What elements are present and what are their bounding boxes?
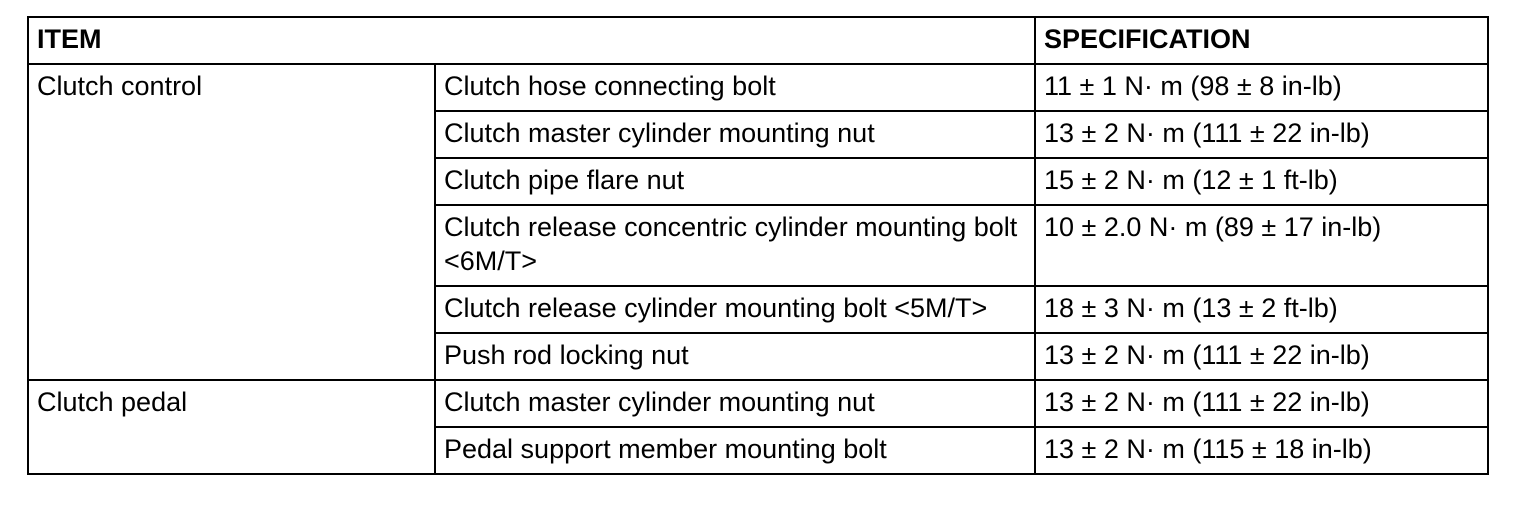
table-header-row: ITEM SPECIFICATION <box>27 16 1489 65</box>
spec-cell: 13 ± 2 N· m (111 ± 22 in-lb) <box>1034 110 1489 159</box>
table-row: Clutch pipe flare nut 15 ± 2 N· m (12 ± … <box>28 157 1489 206</box>
spec-cell: 15 ± 2 N· m (12 ± 1 ft-lb) <box>1034 157 1489 206</box>
group-item-cell: Clutch pedal <box>27 379 436 475</box>
spec-cell: 18 ± 3 N· m (13 ± 2 ft-lb) <box>1034 285 1489 334</box>
table-row: Clutch release cylinder mounting bolt <5… <box>28 285 1489 334</box>
table-row: Clutch pedal Clutch master cylinder moun… <box>27 379 1489 475</box>
part-cell: Clutch pipe flare nut <box>434 157 1036 206</box>
part-cell: Clutch hose connecting bolt <box>434 63 1036 112</box>
spec-cell: 11 ± 1 N· m (98 ± 8 in-lb) <box>1034 63 1489 112</box>
part-cell: Pedal support member mounting bolt <box>434 426 1036 475</box>
group-item-cell: Clutch control <box>27 63 436 381</box>
table-row: Pedal support member mounting bolt 13 ± … <box>28 426 1489 475</box>
table-row: Push rod locking nut 13 ± 2 N· m (111 ± … <box>28 332 1489 381</box>
table-row: Clutch master cylinder mounting nut 13 ±… <box>28 110 1489 159</box>
part-cell: Push rod locking nut <box>434 332 1036 381</box>
spec-cell: 13 ± 2 N· m (115 ± 18 in-lb) <box>1034 426 1489 475</box>
part-cell: Clutch master cylinder mounting nut <box>434 110 1036 159</box>
header-specification: SPECIFICATION <box>1034 16 1489 65</box>
table-row: Clutch control Clutch hose connecting bo… <box>27 63 1489 381</box>
torque-spec-table: ITEM SPECIFICATION Clutch control Clutch… <box>27 16 1489 475</box>
spec-cell: 13 ± 2 N· m (111 ± 22 in-lb) <box>1034 332 1489 381</box>
table-row: Clutch release concentric cylinder mount… <box>28 204 1489 287</box>
part-cell: Clutch master cylinder mounting nut <box>434 379 1036 428</box>
part-cell: Clutch release concentric cylinder mount… <box>434 204 1036 287</box>
spec-cell: 10 ± 2.0 N· m (89 ± 17 in-lb) <box>1034 204 1489 287</box>
spec-cell: 13 ± 2 N· m (111 ± 22 in-lb) <box>1034 379 1489 428</box>
header-item: ITEM <box>27 16 1036 65</box>
part-cell: Clutch release cylinder mounting bolt <5… <box>434 285 1036 334</box>
